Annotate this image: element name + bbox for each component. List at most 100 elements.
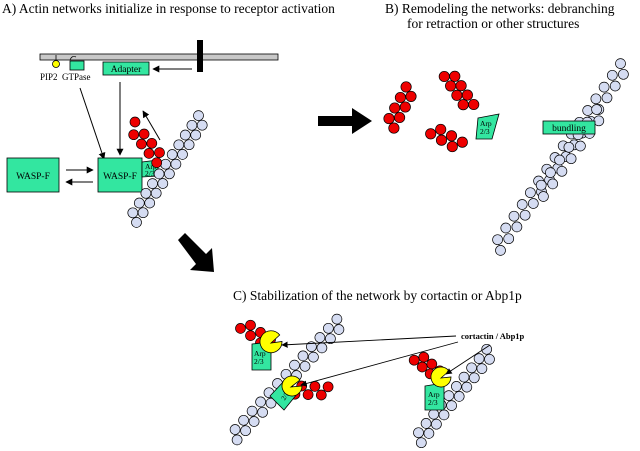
actin-bead	[466, 362, 477, 374]
bundling-box	[542, 120, 596, 135]
actin-bead	[484, 353, 495, 365]
actin-bead	[186, 119, 198, 131]
stabilized-filaments	[229, 313, 495, 449]
actin-bead	[166, 149, 178, 160]
wasp-f-mid-label: WASP-F	[103, 172, 137, 182]
cortactin-c2	[281, 375, 303, 397]
arp23-a-line2: 2/3	[145, 169, 155, 178]
receptor	[197, 40, 203, 72]
actin-bead	[229, 424, 241, 435]
panel-c-title: C) Stabilization of the network by corta…	[233, 288, 522, 303]
actin-branch-bead	[302, 389, 314, 400]
cortactin-c1	[259, 330, 283, 354]
actin-bead	[591, 104, 602, 115]
actin-branch-bead	[400, 81, 412, 93]
actin-bead	[582, 105, 594, 116]
actin-bead	[306, 341, 317, 353]
actin-bead	[316, 342, 328, 354]
actin-bead	[476, 363, 488, 374]
actin-branch-bead	[389, 102, 401, 114]
wasp-f-left-box	[6, 157, 60, 193]
actin-bead	[508, 210, 520, 222]
actin-bead	[137, 207, 149, 219]
actin-bead	[193, 110, 204, 121]
actin-branch-bead	[245, 330, 256, 341]
actin-bead	[554, 154, 565, 166]
actin-bead	[458, 371, 470, 383]
actin-bead	[598, 81, 610, 93]
actin-filament-a	[127, 110, 208, 228]
actin-bead	[500, 222, 512, 234]
actin-bead	[289, 359, 300, 371]
actin-branch-bead	[438, 70, 450, 83]
actin-bead	[333, 324, 345, 335]
actin-bead	[468, 372, 480, 384]
actin-bead	[601, 92, 613, 104]
actin-branch-bead	[309, 381, 321, 392]
actin-bead	[248, 416, 260, 427]
actin-bead	[299, 360, 311, 372]
actin-bead	[609, 80, 621, 92]
actin-branch-bead	[146, 137, 158, 149]
pip2-marker	[52, 60, 60, 68]
actin-bead	[618, 68, 629, 80]
wasp-f-left-label: WASP-F	[16, 172, 50, 182]
actin-bead	[420, 418, 432, 429]
actin-bead	[257, 406, 268, 418]
actin-bead	[255, 396, 266, 408]
actin-bead	[431, 418, 442, 430]
panel-b-title-line1: B) Remodeling the networks: debranching	[385, 1, 615, 16]
actin-bead	[615, 58, 626, 69]
actin-bead	[545, 167, 556, 178]
adapter-box	[102, 61, 150, 76]
actin-bead	[140, 187, 152, 199]
actin-branch-bead	[154, 147, 165, 158]
actin-branch-bead	[435, 123, 447, 135]
actin-bead	[160, 158, 171, 170]
actin-branch-a	[128, 116, 165, 169]
bundling-label: bundling	[552, 124, 586, 134]
actin-bead	[495, 245, 506, 256]
actin-bead	[423, 428, 435, 439]
actin-branch-bead	[451, 89, 463, 101]
actin-bead	[590, 93, 602, 105]
actin-bead	[428, 408, 440, 420]
actin-bead	[297, 350, 309, 362]
actin-branch-bead	[435, 134, 448, 146]
actin-branch-bead	[383, 113, 395, 125]
actin-bead	[446, 400, 457, 411]
actin-bead	[164, 168, 175, 180]
gtpase-box	[69, 60, 85, 71]
actin-bead	[170, 158, 182, 170]
actin-bead	[131, 217, 142, 228]
arp23-c2-label: 2/3	[280, 390, 292, 402]
actin-bead	[473, 353, 485, 364]
actin-branch-bead	[456, 136, 468, 148]
actin-bead	[183, 139, 195, 151]
actin-branch-bead	[129, 116, 141, 128]
actin-branch-bead	[128, 129, 140, 141]
arp23-b-line1: Arp	[480, 119, 492, 128]
actin-branch-bead	[461, 89, 473, 101]
actin-bead	[196, 119, 208, 131]
actin-branch-bead	[445, 130, 458, 142]
actin-bead	[238, 414, 249, 426]
actin-branch-bead	[405, 90, 417, 102]
actin-branch-bead	[399, 101, 411, 113]
actin-branch-bead	[315, 389, 327, 401]
actin-branch-bead	[446, 141, 458, 153]
actin-bead	[179, 129, 191, 141]
actin-bead	[563, 141, 575, 153]
cortactin-pointer-2	[300, 341, 459, 387]
actin-bead	[556, 165, 568, 177]
actin-branch-bead	[457, 99, 469, 111]
actin-bead	[565, 153, 577, 165]
actin-bead	[547, 178, 559, 190]
actin-bead	[606, 69, 618, 81]
actin-branch-bead	[235, 323, 246, 334]
actin-branch-bead	[151, 157, 163, 169]
actin-bead	[190, 129, 202, 141]
actin-bead	[451, 381, 462, 392]
actin-bead	[538, 191, 549, 202]
actin-bead	[519, 209, 531, 221]
